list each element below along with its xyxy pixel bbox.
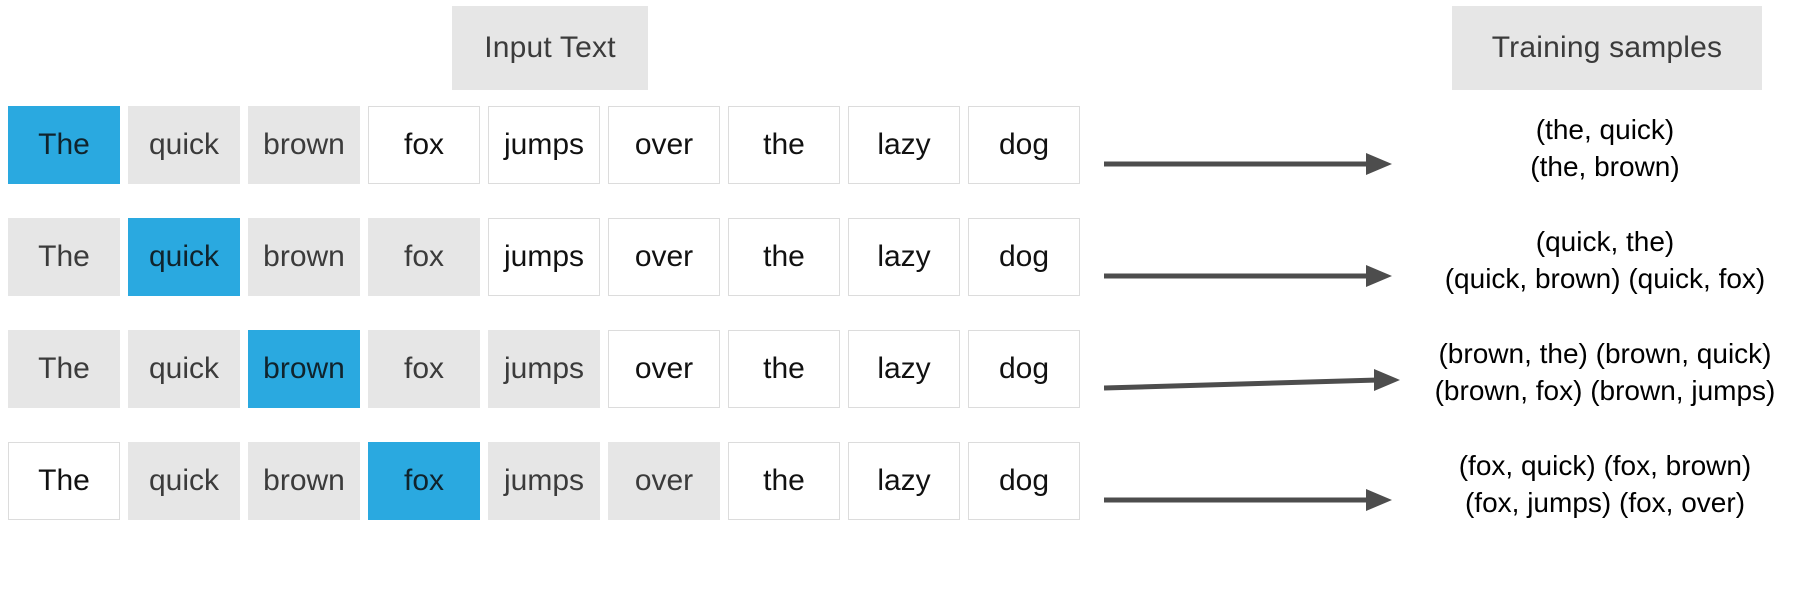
token-label: brown [263, 352, 345, 385]
token-cell-brown-2[interactable]: brown [248, 442, 360, 520]
token-label: over [634, 464, 694, 497]
training-sample-line: (the, brown) [1530, 150, 1680, 182]
token-cell-the-0[interactable]: The [8, 442, 120, 520]
token-label: fox [403, 240, 445, 273]
token-label: The [38, 464, 90, 497]
token-cell-dog-8[interactable]: dog [968, 218, 1080, 296]
training-sample-line: (brown, the) (brown, quick) [1438, 338, 1772, 369]
training-sample-line: (fox, quick) (fox, brown) [1458, 450, 1752, 481]
token-strip: The quick brown fox jumps over the lazy dog [8, 330, 1080, 408]
token-label: fox [403, 464, 445, 497]
token-label: jumps [503, 352, 585, 385]
token-cell-the-0[interactable]: The [8, 106, 120, 184]
training-samples-header: Training samples [1452, 6, 1762, 90]
token-cell-jumps-4[interactable]: jumps [488, 330, 600, 408]
input-text-header-label: Input Text [484, 31, 616, 64]
training-samples-text: (fox, quick) (fox, brown) (fox, jumps) (f… [1410, 448, 1800, 522]
token-cell-lazy-7[interactable]: lazy [848, 106, 960, 184]
token-cell-the-6[interactable]: the [728, 106, 840, 184]
token-cell-dog-8[interactable]: dog [968, 330, 1080, 408]
token-label: The [38, 128, 90, 161]
training-sample-line: (quick, brown) (quick, fox) [1444, 262, 1766, 294]
token-cell-the-6[interactable]: the [728, 330, 840, 408]
token-cell-over-5[interactable]: over [608, 330, 720, 408]
token-cell-fox-3[interactable]: fox [368, 442, 480, 520]
token-label: dog [998, 128, 1050, 161]
token-cell-quick-1[interactable]: quick [128, 442, 240, 520]
training-samples-text: (quick, the) (quick, brown) (quick, fox) [1410, 224, 1800, 298]
token-label: the [763, 240, 805, 273]
token-label: over [634, 240, 694, 273]
token-strip: The quick brown fox jumps over the lazy dog [8, 218, 1080, 296]
token-label: the [763, 128, 805, 161]
token-label: quick [148, 352, 220, 385]
token-label: over [634, 128, 694, 161]
token-cell-jumps-4[interactable]: jumps [488, 106, 600, 184]
flow-arrow [1104, 236, 1398, 316]
token-cell-quick-1[interactable]: quick [128, 218, 240, 296]
token-cell-lazy-7[interactable]: lazy [848, 442, 960, 520]
token-cell-quick-1[interactable]: quick [128, 106, 240, 184]
token-cell-the-6[interactable]: the [728, 218, 840, 296]
token-label: the [763, 464, 805, 497]
token-cell-fox-3[interactable]: fox [368, 218, 480, 296]
training-sample-line: (fox, jumps) (fox, over) [1464, 486, 1746, 518]
token-label: jumps [503, 464, 585, 497]
flow-arrow [1104, 124, 1398, 204]
token-label: jumps [503, 240, 585, 273]
token-label: brown [263, 240, 345, 273]
training-samples-text: (the, quick) (the, brown) [1410, 112, 1800, 186]
token-label: over [634, 352, 694, 385]
token-cell-brown-2[interactable]: brown [248, 218, 360, 296]
token-label: dog [998, 240, 1050, 273]
token-label: fox [403, 352, 445, 385]
training-sample-line: (the, quick) [1535, 114, 1675, 145]
token-label: the [763, 352, 805, 385]
token-cell-brown-2[interactable]: brown [248, 106, 360, 184]
token-cell-fox-3[interactable]: fox [368, 330, 480, 408]
token-cell-brown-2[interactable]: brown [248, 330, 360, 408]
token-strip: The quick brown fox jumps over the lazy dog [8, 106, 1080, 184]
token-label: quick [148, 464, 220, 497]
token-label: quick [148, 128, 220, 161]
token-label: The [38, 240, 90, 273]
token-cell-over-5[interactable]: over [608, 218, 720, 296]
flow-arrow [1104, 460, 1398, 540]
token-label: dog [998, 352, 1050, 385]
training-samples-text: (brown, the) (brown, quick) (brown, fox) … [1410, 336, 1800, 410]
token-label: quick [148, 240, 220, 273]
training-sample-line: (quick, the) [1535, 226, 1675, 257]
training-samples-header-label: Training samples [1491, 31, 1723, 64]
token-label: lazy [877, 464, 931, 497]
token-cell-dog-8[interactable]: dog [968, 442, 1080, 520]
token-label: fox [403, 128, 445, 161]
token-cell-lazy-7[interactable]: lazy [848, 330, 960, 408]
input-text-header: Input Text [452, 6, 648, 90]
token-strip: The quick brown fox jumps over the lazy dog [8, 442, 1080, 520]
token-cell-over-5[interactable]: over [608, 442, 720, 520]
token-label: lazy [877, 240, 931, 273]
token-cell-the-6[interactable]: the [728, 442, 840, 520]
token-cell-over-5[interactable]: over [608, 106, 720, 184]
token-cell-the-0[interactable]: The [8, 330, 120, 408]
token-cell-jumps-4[interactable]: jumps [488, 218, 600, 296]
token-label: brown [263, 464, 345, 497]
token-label: dog [998, 464, 1050, 497]
token-cell-fox-3[interactable]: fox [368, 106, 480, 184]
token-label: lazy [877, 352, 931, 385]
training-sample-line: (brown, fox) (brown, jumps) [1434, 374, 1776, 406]
flow-arrow [1104, 348, 1406, 428]
token-label: lazy [877, 128, 931, 161]
token-cell-dog-8[interactable]: dog [968, 106, 1080, 184]
token-label: jumps [503, 128, 585, 161]
token-cell-quick-1[interactable]: quick [128, 330, 240, 408]
token-label: The [38, 352, 90, 385]
token-cell-lazy-7[interactable]: lazy [848, 218, 960, 296]
token-cell-jumps-4[interactable]: jumps [488, 442, 600, 520]
token-cell-the-0[interactable]: The [8, 218, 120, 296]
token-label: brown [263, 128, 345, 161]
